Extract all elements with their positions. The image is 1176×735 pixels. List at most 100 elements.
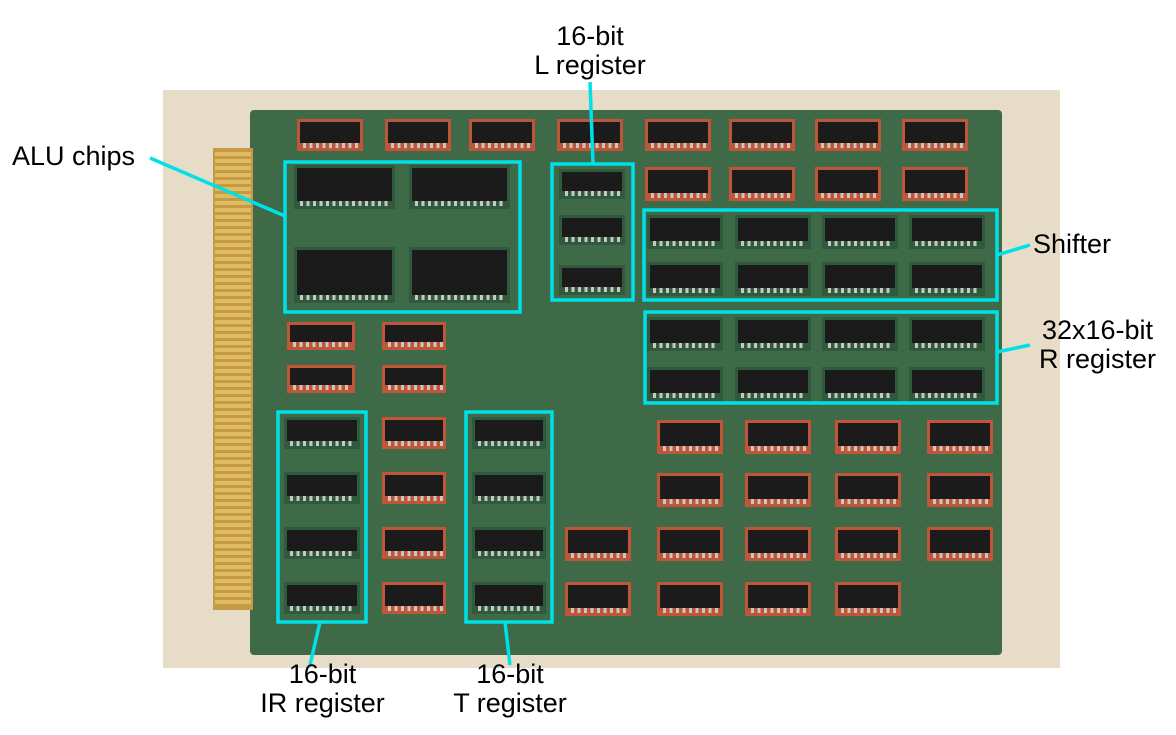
chip-pin xyxy=(796,608,800,613)
chip-pin xyxy=(828,343,831,348)
connector-finger xyxy=(215,481,251,485)
chip-pin xyxy=(854,288,857,293)
chip-pin xyxy=(685,393,689,398)
connector-finger xyxy=(215,593,251,597)
chip-pin xyxy=(290,606,293,611)
chip-pin xyxy=(764,446,767,451)
shifter-label: Shifter xyxy=(1033,229,1112,259)
chip-pin xyxy=(591,287,594,292)
chip-pin xyxy=(953,143,957,148)
connector-finger xyxy=(215,271,251,275)
ic-chip xyxy=(475,420,543,441)
chip-pin xyxy=(499,201,503,206)
chip-pin xyxy=(946,446,949,451)
t-register-label: 16-bit T register xyxy=(435,660,585,718)
chip-pin xyxy=(335,551,339,556)
chip-pin xyxy=(908,143,911,148)
chip-pin xyxy=(695,608,699,613)
chip-pin xyxy=(303,441,306,446)
chip-pin xyxy=(853,143,857,148)
ic-chip xyxy=(562,172,622,191)
chip-pin xyxy=(597,553,600,558)
chip-pin xyxy=(300,295,303,300)
chip-pin xyxy=(342,441,345,446)
chip-pin xyxy=(530,606,533,611)
chip-pin xyxy=(880,499,883,504)
connector-finger xyxy=(215,299,251,303)
chip-pin xyxy=(571,191,575,196)
chip-pin xyxy=(433,551,437,556)
chip-pin xyxy=(306,295,310,300)
connector-finger xyxy=(215,551,251,555)
chip-pin xyxy=(972,553,975,558)
chip-pin xyxy=(335,496,339,501)
chip-pin xyxy=(873,143,876,148)
chip-pin xyxy=(440,551,443,556)
chip-pin xyxy=(659,343,663,348)
chip-pin xyxy=(517,496,520,501)
chip-pin xyxy=(433,496,437,501)
chip-pin xyxy=(711,241,715,246)
chip-pin xyxy=(672,241,676,246)
chip-pin xyxy=(299,385,303,390)
chip-pin xyxy=(954,288,957,293)
chip-pin xyxy=(414,496,417,501)
ic-chip xyxy=(650,218,720,241)
ic-chip xyxy=(297,250,392,295)
ic-chip xyxy=(838,585,898,608)
connector-finger xyxy=(215,558,251,562)
chip-pin xyxy=(523,441,527,446)
chip-pin xyxy=(978,553,982,558)
chip-pin xyxy=(590,608,594,613)
chip-pin xyxy=(960,288,964,293)
chip-pin xyxy=(303,143,306,148)
chip-pin xyxy=(491,606,494,611)
ic-chip xyxy=(825,370,895,393)
chip-pin xyxy=(427,441,430,446)
chip-pin xyxy=(741,241,744,246)
chip-pin xyxy=(342,551,345,556)
chip-pin xyxy=(698,241,702,246)
chip-pin xyxy=(666,288,669,293)
chip-pin xyxy=(523,551,527,556)
connector-finger xyxy=(215,257,251,261)
ic-chip xyxy=(385,420,443,441)
chip-pin xyxy=(954,393,957,398)
chip-pin xyxy=(786,241,790,246)
ic-chip xyxy=(475,585,543,606)
connector-finger xyxy=(215,432,251,436)
chip-pin xyxy=(705,393,708,398)
chip-pin xyxy=(401,496,404,501)
chip-pin xyxy=(388,606,391,611)
chip-pin xyxy=(803,553,806,558)
chip-pin xyxy=(867,393,870,398)
chip-pin xyxy=(563,143,566,148)
chip-pin xyxy=(867,446,870,451)
ic-chip xyxy=(650,265,720,288)
chip-pin xyxy=(973,288,977,293)
chip-pin xyxy=(313,295,316,300)
chip-pin xyxy=(754,143,758,148)
chip-pin xyxy=(959,499,962,504)
chip-pin xyxy=(767,393,770,398)
chip-pin xyxy=(847,343,851,348)
chip-pin xyxy=(401,441,404,446)
chip-pin xyxy=(741,288,744,293)
chip-pin xyxy=(296,606,300,611)
chip-pin xyxy=(847,193,850,198)
connector-finger xyxy=(215,215,251,219)
chip-pin xyxy=(934,393,938,398)
chip-pin xyxy=(705,288,708,293)
chip-pin xyxy=(335,606,339,611)
chip-pin xyxy=(985,553,988,558)
chip-pin xyxy=(342,496,345,501)
connector-finger xyxy=(215,586,251,590)
chip-pin xyxy=(441,295,444,300)
chip-pin xyxy=(828,288,831,293)
chip-pin xyxy=(939,446,943,451)
chip-pin xyxy=(345,385,348,390)
chip-pin xyxy=(342,606,345,611)
chip-pin xyxy=(915,288,918,293)
chip-pin xyxy=(617,237,620,242)
ir-register-label: 16-bit IR register xyxy=(245,660,400,718)
